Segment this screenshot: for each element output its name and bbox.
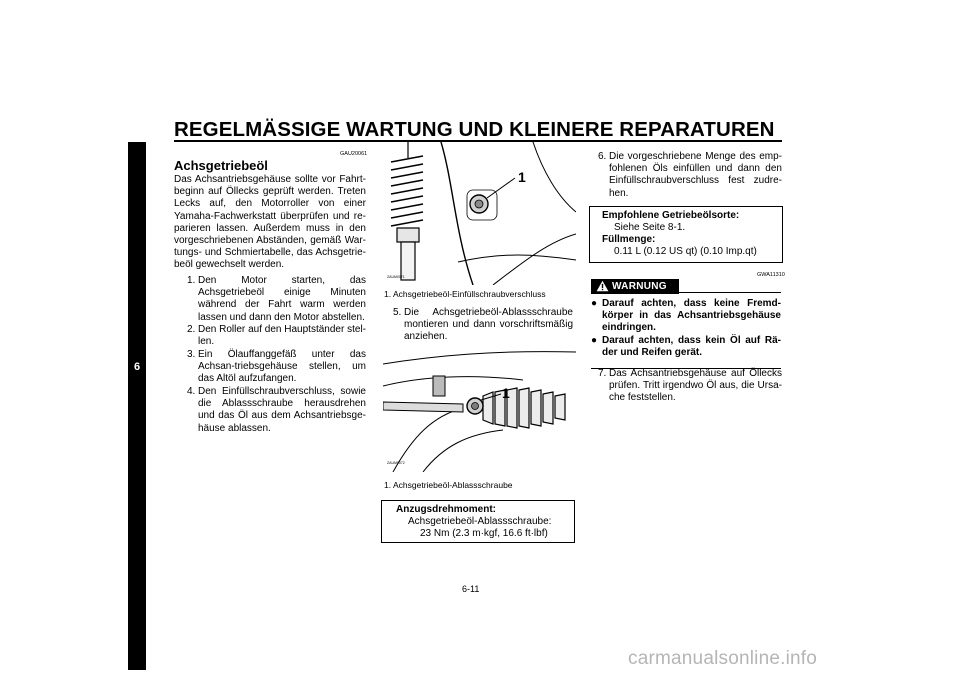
warning-code: GWA11310 bbox=[757, 272, 785, 278]
figure1-caption: 1. Achsgetriebeöl-Einfüllschraubverschlu… bbox=[384, 289, 546, 299]
step-number: 3. bbox=[187, 349, 196, 360]
intro-paragraph: Das Achsantriebsgehäuse sollte vor Fahrt… bbox=[174, 174, 366, 271]
step-text: Den Motor starten, das Achsgetriebeöl ei… bbox=[198, 275, 366, 323]
warning-label: WARNUNG bbox=[612, 281, 667, 292]
torque-spec-box: Anzugsdrehmoment: Achsgetriebeöl-Ablasss… bbox=[381, 500, 575, 543]
step-2: 2. Den Roller auf den Hauptständer stel-… bbox=[187, 324, 366, 348]
torque-line-2: 23 Nm (2.3 m·kgf, 16.6 ft·lbf) bbox=[420, 528, 548, 539]
warning-triangle-icon bbox=[596, 280, 609, 292]
step-1: 1. Den Motor starten, das Achsgetriebeöl… bbox=[187, 275, 366, 324]
warning-text: Darauf achten, dass kein Öl auf Rä-der u… bbox=[602, 335, 781, 359]
page-title: REGELMÄSSIGE WARTUNG UND KLEINERE REPARA… bbox=[174, 118, 775, 141]
bullet-dot-icon: ● bbox=[591, 335, 598, 346]
step-number: 4. bbox=[187, 386, 196, 397]
step-text: Das Achsantriebsgehäuse auf Öllecks prüf… bbox=[609, 368, 782, 404]
step-number: 5. bbox=[393, 307, 402, 318]
step-number: 2. bbox=[187, 324, 196, 335]
step-6: 6. Die vorgeschriebene Menge des emp-foh… bbox=[598, 151, 782, 200]
step-text: Ein Ölauffanggefäß unter das Achsan-trie… bbox=[198, 349, 366, 385]
step-text: Die vorgeschriebene Menge des emp-fohlen… bbox=[609, 151, 782, 199]
step-number: 1. bbox=[187, 275, 196, 286]
figure1-callout: 1 bbox=[518, 169, 526, 185]
warning-bullet-1: ● Darauf achten, dass keine Fremd-körper… bbox=[591, 298, 781, 335]
warning-text: Darauf achten, dass keine Fremd-körper i… bbox=[602, 298, 781, 334]
warning-header: WARNUNG bbox=[591, 279, 781, 295]
figure-drain-bolt-photo: 1 ZAUM0072 bbox=[383, 346, 576, 472]
oil-type-title: Empfohlene Getriebeölsorte: bbox=[602, 210, 740, 221]
step-text: Den Roller auf den Hauptständer stel-len… bbox=[198, 324, 366, 348]
warning-header-rule bbox=[679, 292, 781, 293]
watermark: carmanualsonline.info bbox=[628, 648, 818, 669]
figure1-code: ZAUM0071 bbox=[387, 275, 405, 279]
figure2-callout: 1 bbox=[502, 385, 510, 401]
oil-spec-box: Empfohlene Getriebeölsorte: Siehe Seite … bbox=[589, 206, 783, 263]
figure2-caption: 1. Achsgetriebeöl-Ablassschraube bbox=[384, 480, 513, 490]
step-text: Den Einfüllschraubverschluss, sowie die … bbox=[198, 386, 366, 434]
chapter-tab-number: 6 bbox=[133, 361, 141, 373]
title-rule bbox=[174, 140, 782, 142]
oil-type-value: Siehe Seite 8-1. bbox=[614, 222, 686, 233]
bullet-dot-icon: ● bbox=[591, 298, 598, 309]
step-number: 7. bbox=[598, 368, 607, 379]
chapter-tab bbox=[128, 142, 146, 670]
step-5: 5. Die Achsgetriebeöl-Ablassschraube mon… bbox=[393, 307, 573, 344]
torque-title: Anzugsdrehmoment: bbox=[396, 504, 496, 515]
fill-quantity-title: Füllmenge: bbox=[602, 234, 656, 245]
page-number: 6-11 bbox=[462, 584, 480, 594]
warning-badge: WARNUNG bbox=[591, 279, 679, 294]
step-text: Die Achsgetriebeöl-Ablassschraube montie… bbox=[404, 307, 573, 343]
warning-bottom-rule bbox=[591, 368, 781, 369]
section-heading: Achsgetriebeöl bbox=[174, 158, 268, 173]
step-number: 6. bbox=[598, 151, 607, 162]
step-3: 3. Ein Ölauffanggefäß unter das Achsan-t… bbox=[187, 349, 366, 386]
figure-filler-cap-photo: 1 ZAUM0071 bbox=[383, 142, 576, 285]
figure2-code: ZAUM0072 bbox=[387, 461, 405, 465]
fill-quantity-value: 0.11 L (0.12 US qt) (0.10 Imp.qt) bbox=[614, 246, 757, 257]
step-4: 4. Den Einfüllschraubverschluss, sowie d… bbox=[187, 386, 366, 435]
warning-bullet-2: ● Darauf achten, dass kein Öl auf Rä-der… bbox=[591, 335, 781, 359]
section-code: GAU20061 bbox=[340, 151, 368, 157]
step-7: 7. Das Achsantriebsgehäuse auf Öllecks p… bbox=[598, 368, 782, 405]
torque-line-1: Achsgetriebeöl-Ablassschraube: bbox=[408, 516, 552, 527]
